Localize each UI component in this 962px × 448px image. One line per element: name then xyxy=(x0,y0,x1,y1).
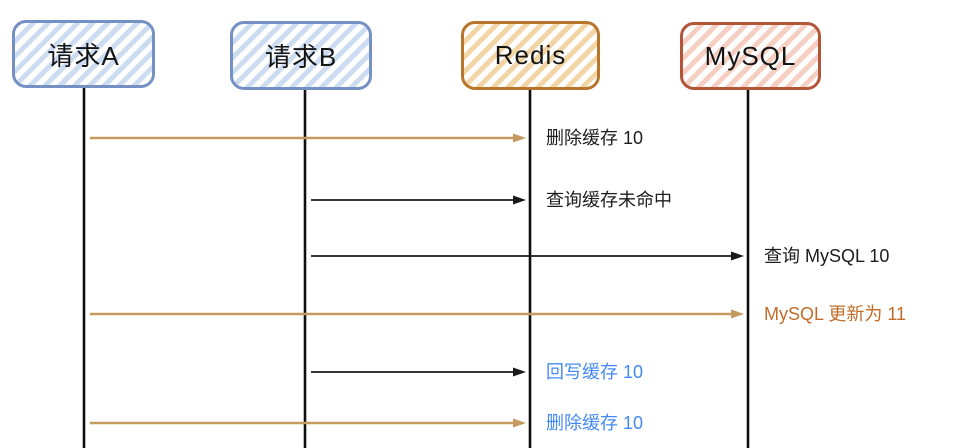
message-label-mysql-update: MySQL 更新为 11 xyxy=(764,304,907,324)
actor-box-mysql: MySQL xyxy=(680,22,821,90)
message-label-delete-cache-1: 删除缓存 10 xyxy=(546,128,644,148)
actor-box-request-b: 请求B xyxy=(230,21,372,90)
message-arrowhead-0 xyxy=(513,133,526,143)
actor-label-request-a: 请求A xyxy=(47,40,120,71)
actor-box-redis: Redis xyxy=(461,21,600,90)
actor-label-request-b: 请求B xyxy=(264,42,338,72)
actor-box-request-a: 请求A xyxy=(12,20,155,88)
actor-label-redis: Redis xyxy=(494,40,567,70)
message-label-write-back: 回写缓存 10 xyxy=(546,362,644,382)
message-arrowhead-1 xyxy=(513,195,526,205)
message-arrowhead-3 xyxy=(731,309,744,319)
message-label-query-mysql: 查询 MySQL 10 xyxy=(764,246,890,266)
message-arrowhead-2 xyxy=(731,251,744,261)
message-label-delete-cache-2: 删除缓存 10 xyxy=(546,413,644,433)
actor-label-mysql: MySQL xyxy=(704,40,797,71)
message-arrowhead-5 xyxy=(513,418,526,428)
message-arrowhead-4 xyxy=(513,367,526,377)
message-label-cache-miss: 查询缓存未命中 xyxy=(546,190,672,210)
